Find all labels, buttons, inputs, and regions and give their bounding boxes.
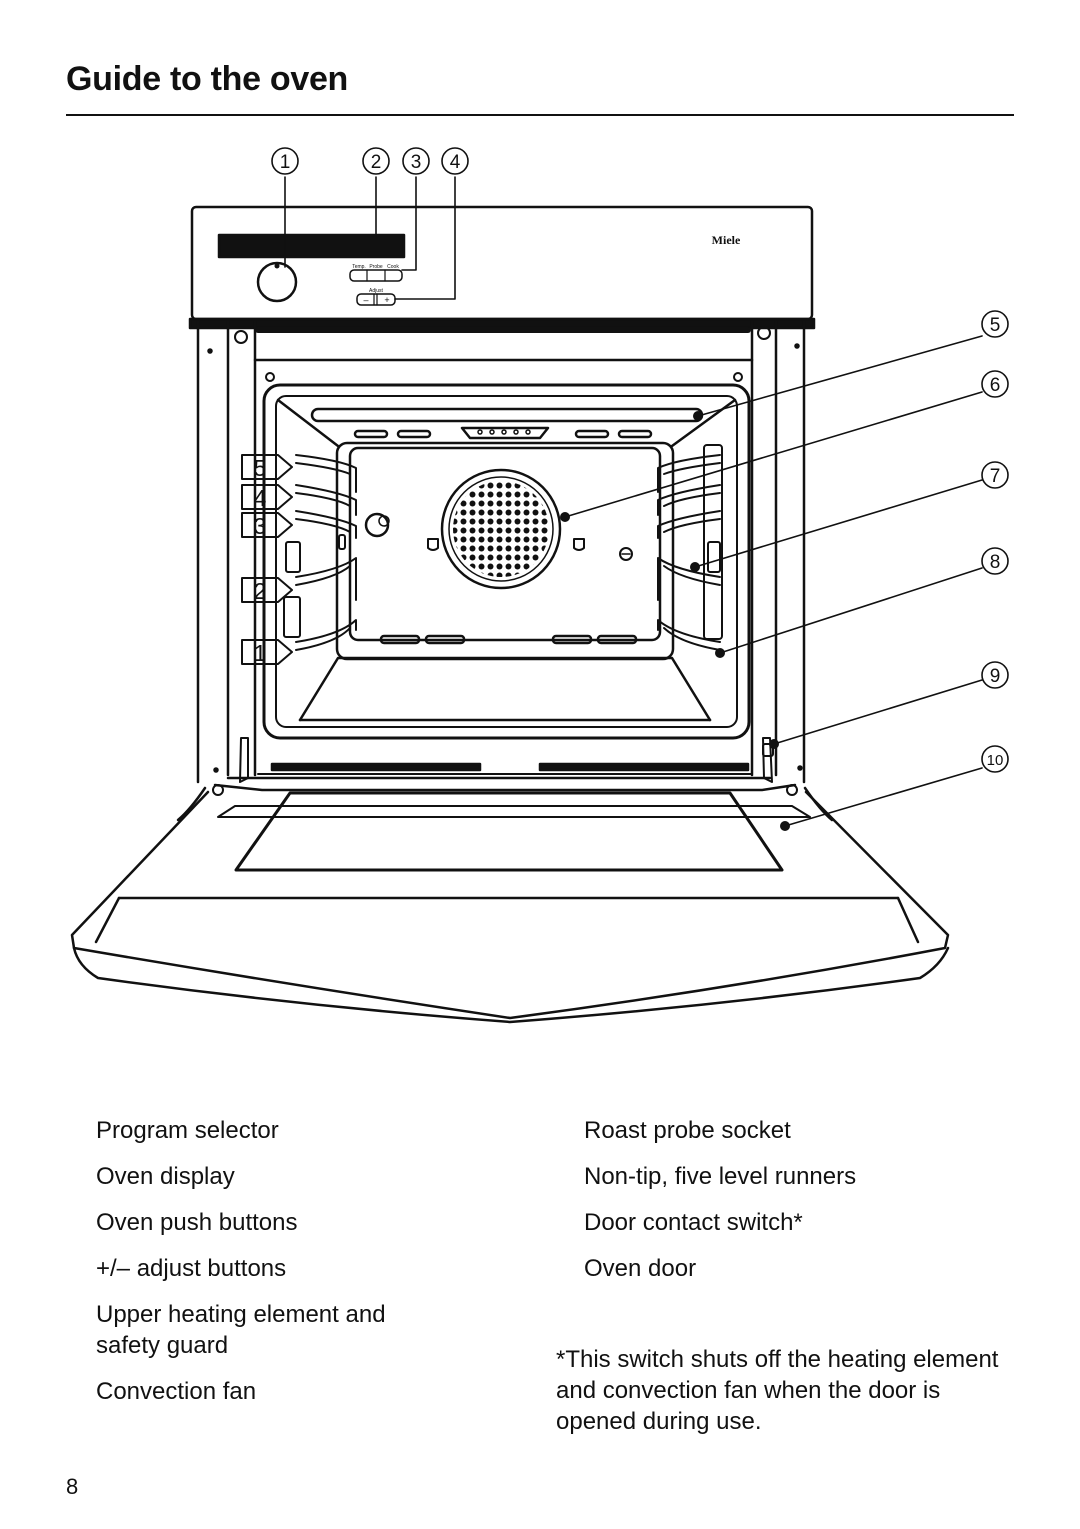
oven-push-buttons[interactable] bbox=[349, 269, 403, 282]
plus-label: + bbox=[384, 295, 389, 305]
callout-4: 4 bbox=[450, 152, 461, 173]
legend-right: Roast probe socket Non-tip, five level r… bbox=[584, 1115, 1004, 1299]
page-number: 8 bbox=[66, 1474, 79, 1499]
callout-circle bbox=[402, 147, 430, 175]
callout-10: 10 bbox=[987, 752, 1004, 769]
callout-circle bbox=[981, 661, 1009, 689]
shelf-level-box bbox=[241, 639, 293, 665]
convection-fan bbox=[440, 468, 562, 590]
program-selector-knob[interactable] bbox=[256, 261, 298, 303]
callout-circle bbox=[981, 370, 1009, 398]
shelf-level-1: 1 bbox=[254, 640, 267, 666]
callout-circle bbox=[981, 310, 1009, 338]
callout-7: 7 bbox=[990, 466, 1001, 487]
shelf-level-3: 3 bbox=[254, 513, 267, 539]
shelf-level-box bbox=[241, 577, 293, 603]
callout-circle bbox=[981, 745, 1009, 773]
legend-left: Program selector Oven display Oven push … bbox=[96, 1115, 436, 1422]
shelf-level-2: 2 bbox=[254, 578, 267, 604]
roast-probe-socket bbox=[364, 512, 390, 538]
panel-label-probe: Probe bbox=[369, 264, 383, 270]
legend-item-adjust-buttons: +/– adjust buttons bbox=[96, 1255, 287, 1282]
callout-3: 3 bbox=[411, 152, 422, 173]
title-rule bbox=[66, 114, 1014, 116]
oven-door bbox=[70, 737, 950, 1024]
page-title: Guide to the oven bbox=[66, 60, 349, 98]
shelf-level-box bbox=[241, 484, 293, 510]
panel-label-adjust: Adjust bbox=[369, 288, 384, 294]
callout-2: 2 bbox=[371, 152, 382, 173]
callout-circle bbox=[362, 147, 390, 175]
legend-item-convection-fan: Convection fan bbox=[96, 1378, 257, 1405]
shelf-level-5: 5 bbox=[254, 455, 267, 481]
callout-circle bbox=[981, 547, 1009, 575]
callout-1: 1 bbox=[280, 152, 291, 173]
brand-logo: Miele bbox=[712, 233, 741, 247]
oven-cabinet bbox=[196, 320, 806, 784]
callout-9: 9 bbox=[990, 666, 1001, 687]
callout-5: 5 bbox=[990, 315, 1001, 336]
minus-label: – bbox=[363, 295, 368, 305]
callout-6: 6 bbox=[990, 375, 1001, 396]
oven-display bbox=[217, 233, 406, 259]
callout-circle bbox=[981, 461, 1009, 489]
panel-label-cook: Cook bbox=[387, 264, 399, 270]
oven-diagram: Miele Temp. Probe Cook Adjust – + 1 2 3 … bbox=[70, 147, 1009, 1024]
shelf-level-box bbox=[241, 512, 293, 538]
upper-heating-element bbox=[310, 407, 704, 423]
legend-item-door-contact-switch: Door contact switch* bbox=[584, 1209, 803, 1236]
callout-8: 8 bbox=[990, 552, 1001, 573]
oven-cavity bbox=[262, 383, 751, 740]
shelf-runners-right bbox=[657, 444, 723, 651]
shelf-level-4: 4 bbox=[254, 485, 267, 511]
legend-item-oven-door: Oven door bbox=[584, 1255, 697, 1282]
legend-item-program-selector: Program selector bbox=[96, 1117, 279, 1144]
callout-circle bbox=[271, 147, 299, 175]
door-contact-switch bbox=[762, 743, 774, 757]
shelf-level-box bbox=[241, 454, 293, 480]
footnote: *This switch shuts off the heating eleme… bbox=[556, 1346, 999, 1435]
legend-item-upper-heating-element: Upper heating element and safety guard bbox=[96, 1301, 386, 1359]
panel-label-temp: Temp. bbox=[352, 264, 366, 270]
callout-leaders bbox=[284, 176, 983, 827]
control-panel bbox=[188, 205, 816, 330]
legend-item-oven-push-buttons: Oven push buttons bbox=[96, 1209, 298, 1236]
callout-circle bbox=[441, 147, 469, 175]
legend-item-roast-probe-socket: Roast probe socket bbox=[584, 1117, 791, 1144]
back-panel bbox=[348, 446, 662, 642]
shelf-runners-left bbox=[283, 454, 357, 651]
legend-item-runners: Non-tip, five level runners bbox=[584, 1163, 857, 1190]
legend-item-oven-display: Oven display bbox=[96, 1163, 235, 1190]
